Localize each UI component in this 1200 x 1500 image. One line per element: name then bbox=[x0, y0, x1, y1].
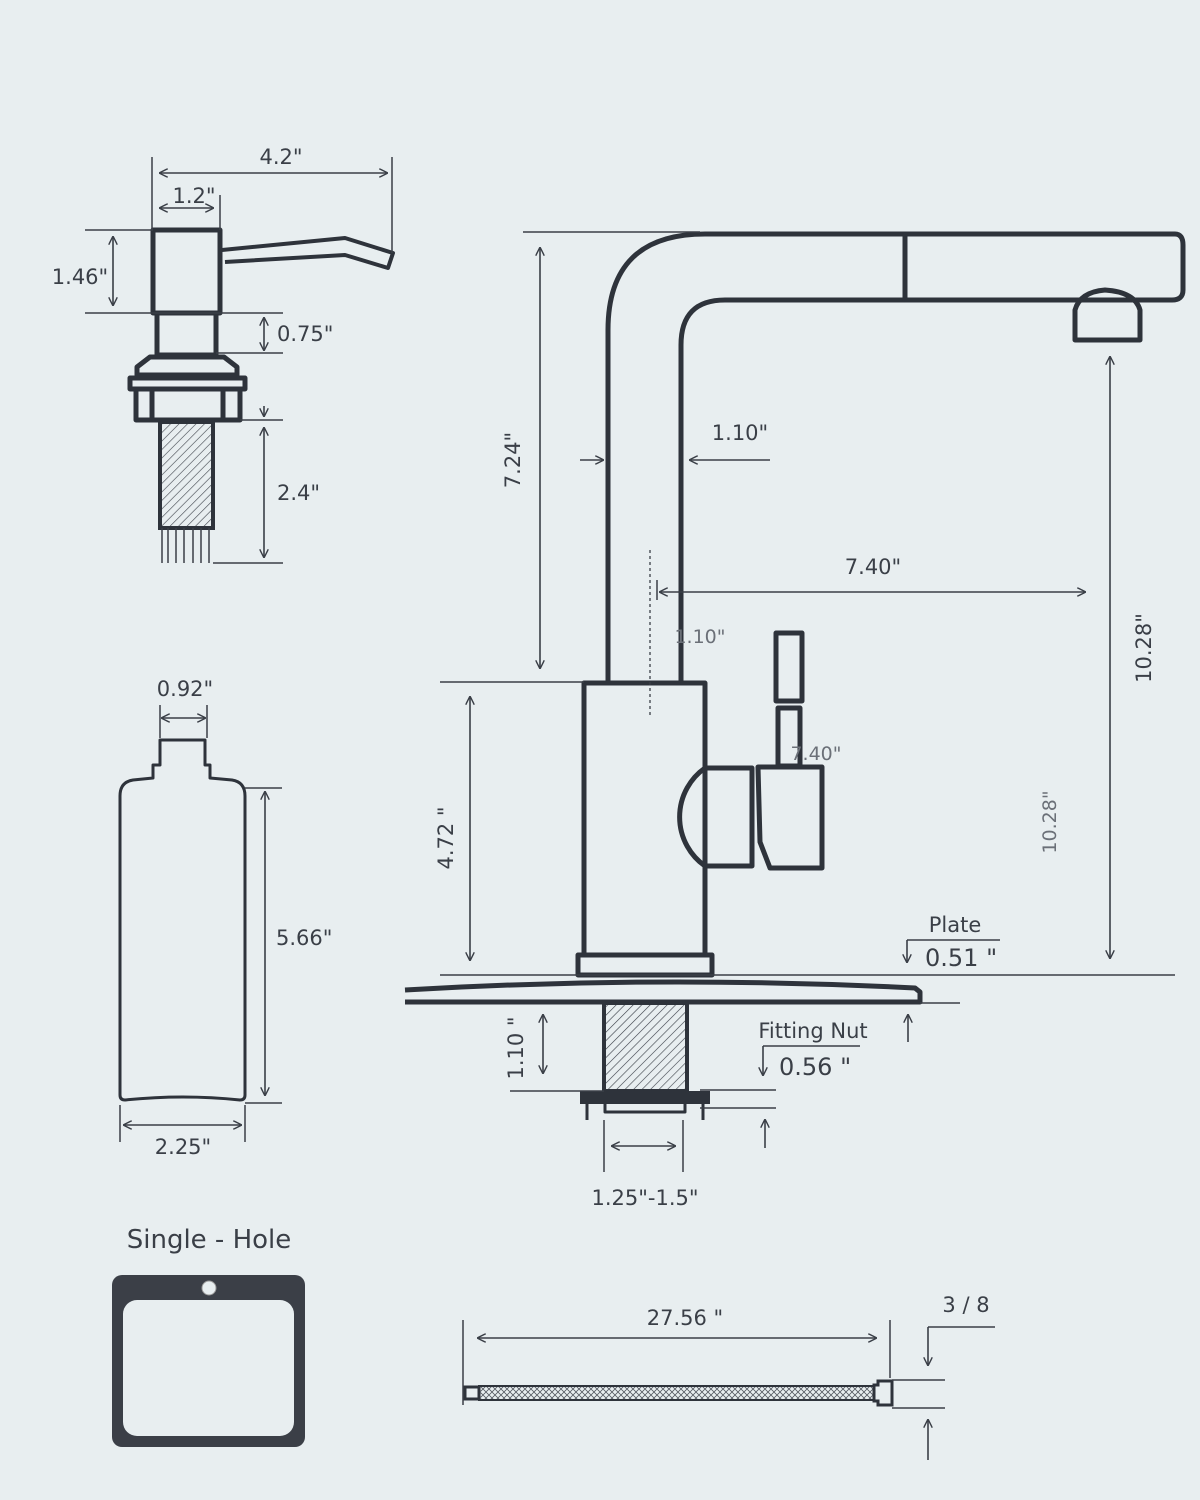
fitting-nut bbox=[580, 1091, 710, 1104]
pump-head bbox=[150, 227, 223, 316]
soap-bottle: 0.92" 5.66" 2.25" bbox=[118, 677, 332, 1159]
hose-end-right bbox=[872, 1379, 894, 1407]
hose-end-left bbox=[463, 1385, 481, 1401]
pull-out-head bbox=[902, 231, 1186, 303]
faucet-dimensions: 7.24" 1.10" 7.40" 1.10" 10.28" 7.40" 10.… bbox=[434, 231, 1175, 1210]
ghost-total-height-label: 10.28" bbox=[1039, 790, 1061, 853]
single-hole-sink: Single - Hole bbox=[112, 1225, 305, 1447]
ghost-reach-label: 7.40" bbox=[790, 743, 841, 765]
handle-hub bbox=[677, 765, 755, 869]
hose-braid bbox=[478, 1385, 875, 1401]
supply-hose: 27.56 " 3 / 8 bbox=[462, 1293, 995, 1460]
bottle-width-label: 2.25" bbox=[155, 1135, 211, 1159]
body-height-label: 4.72 " bbox=[434, 806, 458, 869]
deck-plate bbox=[404, 979, 923, 1005]
bottle-outline bbox=[118, 738, 247, 1102]
pump-shank bbox=[158, 420, 215, 530]
soap-dispenser-pump bbox=[127, 227, 395, 563]
dispenser-shank-length-label: 2.4" bbox=[277, 481, 320, 505]
nut-legs bbox=[585, 1104, 705, 1120]
total-height-label: 10.28" bbox=[1132, 613, 1156, 683]
dispenser-head-height-label: 1.46" bbox=[52, 265, 108, 289]
fitting-nut-label: Fitting Nut bbox=[758, 1019, 867, 1043]
bottle-neck-width-label: 0.92" bbox=[157, 677, 213, 701]
pump-tube bbox=[161, 528, 210, 563]
handle-block bbox=[755, 764, 825, 871]
spout-inner bbox=[678, 297, 905, 682]
hose-length-label: 27.56 " bbox=[647, 1306, 723, 1330]
pump-base bbox=[133, 389, 243, 423]
faucet-body bbox=[581, 680, 708, 958]
handle-lever-top bbox=[773, 630, 805, 704]
dispenser-length-label: 4.2" bbox=[259, 145, 302, 169]
pump-flange bbox=[127, 375, 248, 392]
shank-length-label: 1.10 " bbox=[504, 1016, 528, 1079]
dispenser-neck-height-label: 0.75" bbox=[277, 322, 333, 346]
plate-label: Plate bbox=[929, 913, 982, 937]
hole-size-label: 1.25"-1.5" bbox=[591, 1186, 698, 1210]
dispenser-head-width-label: 1.2" bbox=[172, 184, 215, 208]
reach-label: 7.40" bbox=[845, 555, 901, 579]
base-ring bbox=[575, 952, 715, 978]
sink-title: Single - Hole bbox=[127, 1225, 292, 1255]
faucet bbox=[404, 231, 1186, 1120]
faucet-hole-icon bbox=[201, 1280, 217, 1296]
plate-thickness-label: 0.51 " bbox=[925, 944, 997, 972]
aerator bbox=[1072, 287, 1143, 343]
fitting-nut-thickness-label: 0.56 " bbox=[779, 1053, 851, 1081]
bottle-height-label: 5.66" bbox=[276, 926, 332, 950]
soap-dispenser-dimensions: 4.2" 1.2" 1.46" 0.75" 2.4" bbox=[52, 145, 393, 564]
hose-connector-size-label: 3 / 8 bbox=[942, 1293, 989, 1317]
pump-neck bbox=[154, 310, 219, 358]
pump-collar bbox=[134, 354, 240, 378]
tube-diameter-label: 1.10" bbox=[712, 421, 768, 445]
pump-spout bbox=[221, 236, 395, 270]
spout-outer bbox=[605, 231, 905, 682]
ghost-tube-diameter-label: 1.10" bbox=[674, 626, 725, 648]
shank bbox=[602, 1001, 689, 1093]
sink-basin bbox=[123, 1300, 294, 1436]
spout-height-label: 7.24" bbox=[501, 432, 525, 488]
